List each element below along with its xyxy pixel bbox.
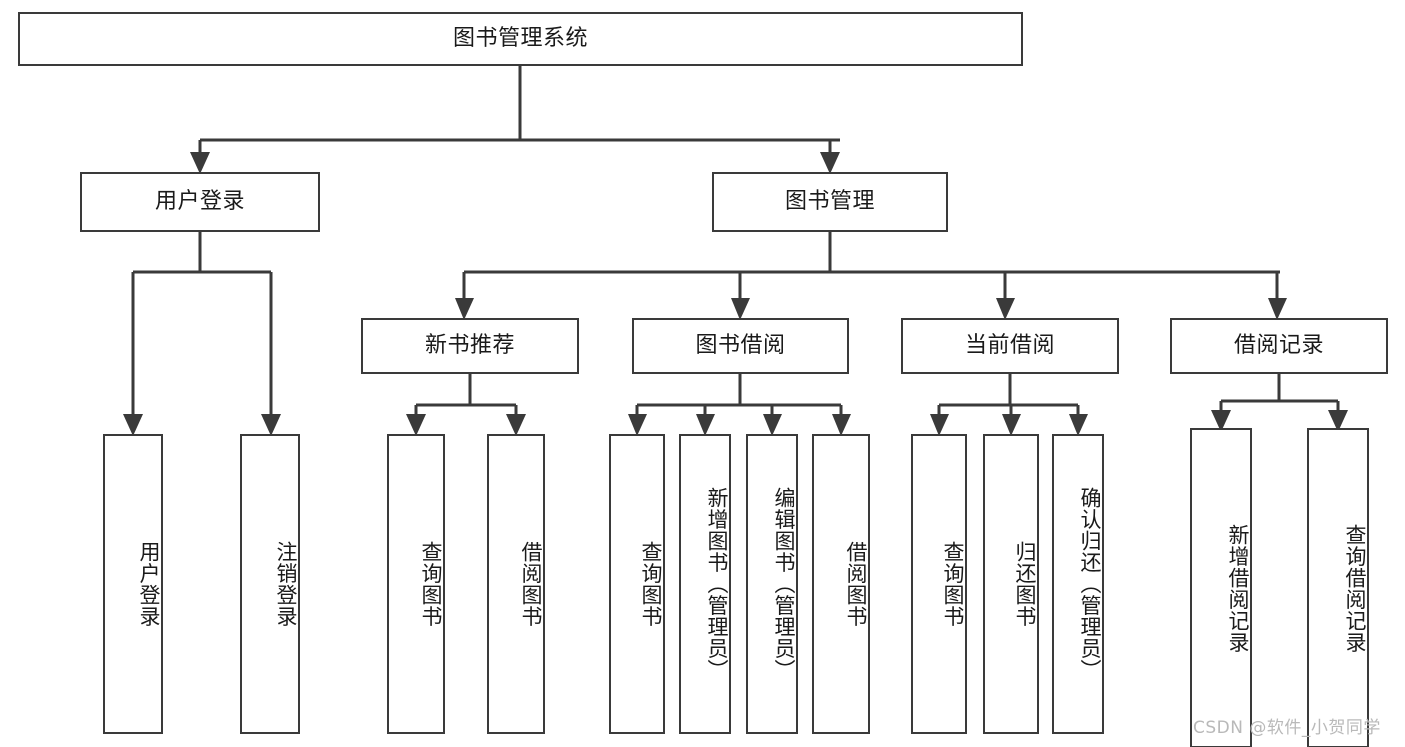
node-borrow-record[interactable]: 借阅记录 xyxy=(1170,318,1388,374)
arrowhead-leaf-cr xyxy=(1002,414,1021,436)
node-user-login-label: 用户登录 xyxy=(154,189,245,215)
node-book-borrow-label: 图书借阅 xyxy=(695,333,786,359)
arrowhead-book-manage xyxy=(820,152,840,174)
node-leaf-borrow-edit-book[interactable]: 编辑图书（管理员） xyxy=(746,434,798,734)
arrowhead-leaf-cq xyxy=(930,414,949,436)
node-new-book-recommend[interactable]: 新书推荐 xyxy=(361,318,579,374)
node-book-manage-label: 图书管理 xyxy=(784,189,875,215)
arrowhead-leaf-rq xyxy=(406,414,426,436)
node-leaf-user-logout-label: 注销登录 xyxy=(274,541,298,627)
node-leaf-record-add-label: 新增借阅记录 xyxy=(1226,523,1250,653)
node-leaf-user-login[interactable]: 用户登录 xyxy=(103,434,163,734)
node-leaf-current-confirm-return[interactable]: 确认归还（管理员） xyxy=(1052,434,1104,734)
node-leaf-recommend-query-book-label: 查询图书 xyxy=(419,541,443,627)
node-leaf-borrow-query-book[interactable]: 查询图书 xyxy=(609,434,665,734)
node-leaf-record-query[interactable]: 查询借阅记录 xyxy=(1307,428,1369,747)
node-current-borrow-label: 当前借阅 xyxy=(964,333,1055,359)
node-user-login[interactable]: 用户登录 xyxy=(80,172,320,232)
arrowhead-leaf-cc xyxy=(1069,414,1088,436)
node-leaf-current-return-book-label: 归还图书 xyxy=(1013,541,1037,627)
arrowhead-leaf-be xyxy=(763,414,782,436)
node-leaf-user-logout[interactable]: 注销登录 xyxy=(240,434,300,734)
node-leaf-current-query-book-label: 查询图书 xyxy=(941,541,965,627)
node-current-borrow[interactable]: 当前借阅 xyxy=(901,318,1119,374)
arrowhead-current-borrow xyxy=(996,298,1015,320)
node-leaf-current-query-book[interactable]: 查询图书 xyxy=(911,434,967,734)
node-leaf-record-add[interactable]: 新增借阅记录 xyxy=(1190,428,1252,747)
arrowhead-leaf-bb xyxy=(832,414,851,436)
node-leaf-record-query-label: 查询借阅记录 xyxy=(1343,523,1367,653)
node-leaf-current-return-book[interactable]: 归还图书 xyxy=(983,434,1039,734)
arrowhead-leaf-ba xyxy=(696,414,715,436)
csdn-watermark: CSDN @软件_小贺同学 xyxy=(1193,718,1381,738)
node-leaf-borrow-add-book[interactable]: 新增图书（管理员） xyxy=(679,434,731,734)
node-root-label: 图书管理系统 xyxy=(452,26,588,52)
node-leaf-borrow-edit-book-label: 编辑图书（管理员） xyxy=(772,487,796,681)
node-book-manage[interactable]: 图书管理 xyxy=(712,172,948,232)
node-borrow-record-label: 借阅记录 xyxy=(1233,333,1324,359)
node-leaf-borrow-borrow-book-label: 借阅图书 xyxy=(844,541,868,627)
node-leaf-recommend-borrow-book[interactable]: 借阅图书 xyxy=(487,434,545,734)
arrowhead-borrow-record xyxy=(1268,298,1287,320)
arrowhead-leaf-bq xyxy=(628,414,647,436)
node-leaf-recommend-borrow-book-label: 借阅图书 xyxy=(519,541,543,627)
node-leaf-user-login-label: 用户登录 xyxy=(137,541,161,627)
arrowhead-leaf-rb xyxy=(506,414,526,436)
node-leaf-borrow-borrow-book[interactable]: 借阅图书 xyxy=(812,434,870,734)
node-leaf-borrow-add-book-label: 新增图书（管理员） xyxy=(705,487,729,681)
arrowhead-leaf-user-login xyxy=(123,414,143,436)
arrowhead-leaf-user-logout xyxy=(261,414,281,436)
node-new-book-recommend-label: 新书推荐 xyxy=(424,333,515,359)
node-leaf-borrow-query-book-label: 查询图书 xyxy=(639,541,663,627)
arrowhead-recommend xyxy=(455,298,474,320)
node-leaf-recommend-query-book[interactable]: 查询图书 xyxy=(387,434,445,734)
node-book-borrow[interactable]: 图书借阅 xyxy=(632,318,849,374)
arrowhead-user-login xyxy=(190,152,210,174)
node-root[interactable]: 图书管理系统 xyxy=(18,12,1023,66)
node-leaf-current-confirm-return-label: 确认归还（管理员） xyxy=(1078,487,1102,681)
arrowhead-book-borrow xyxy=(731,298,750,320)
